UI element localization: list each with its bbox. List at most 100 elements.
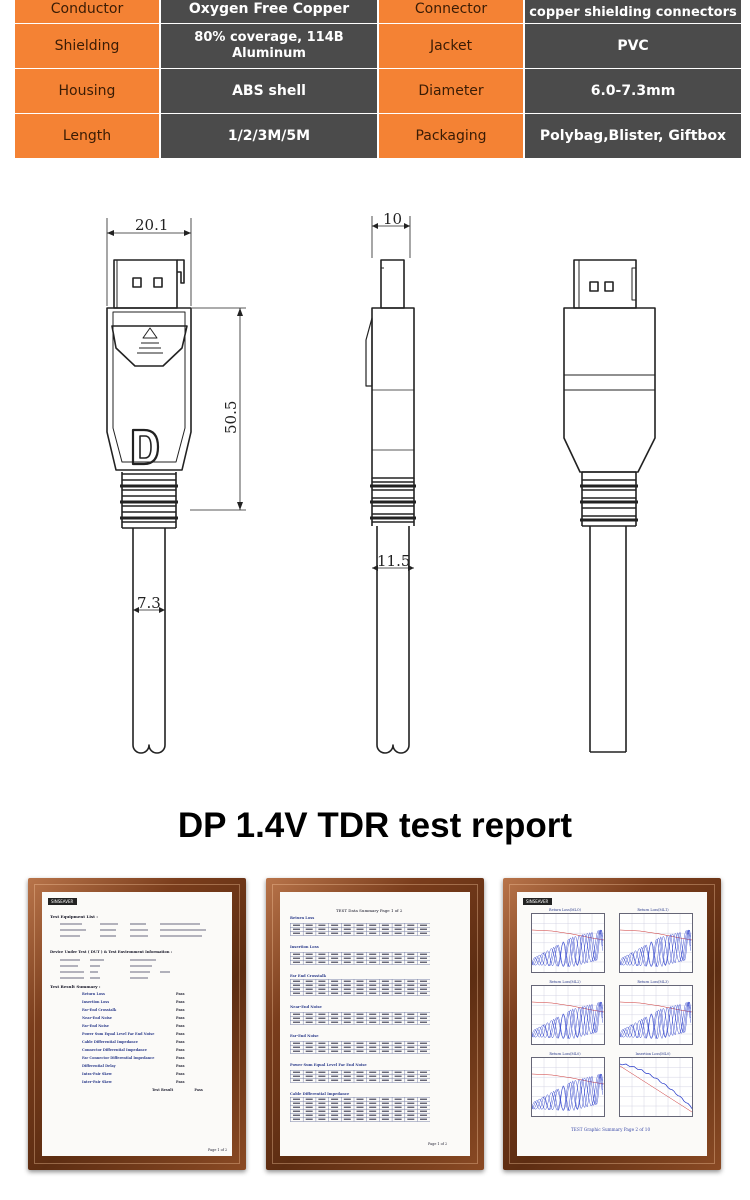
test-result-total: Test Result Pass	[152, 1088, 203, 1093]
front-view	[106, 218, 246, 754]
test-name: Differential Delay	[82, 1064, 116, 1068]
test-result: Pass	[176, 1016, 185, 1020]
test-row: Far Connector Differential Impedance Pass	[82, 1056, 202, 1064]
spec-value: Polybag,Blister, Giftbox	[525, 114, 741, 158]
page-number: Page 1 of 2	[208, 1148, 228, 1152]
test-row: Far-End Noise Pass	[82, 1024, 202, 1032]
report-page: SINSEAVER Test Equipment List : Device U…	[42, 892, 232, 1156]
brand-logo: SINSEAVER	[523, 898, 552, 905]
section-heading: Device Under Test ( DUT ) & Test Environ…	[50, 950, 173, 954]
page-number: Page 1 of 2	[428, 1142, 448, 1146]
report-frame-data: TEST Data Summary Page 1 of 2 Return Los…	[266, 878, 484, 1170]
test-row: Return Loss Pass	[82, 992, 202, 1000]
brand-logo: SINSEAVER	[48, 898, 77, 905]
spec-label: Diameter	[379, 69, 523, 113]
test-result: Pass	[176, 1040, 185, 1044]
chart-plot	[531, 913, 605, 973]
spec-value: Oxygen Free Copper	[161, 0, 377, 23]
data-section: Power Sum Equal Level Far End Noise	[290, 1063, 460, 1087]
test-result: Pass	[176, 1024, 185, 1028]
chart-thumbnail: Return Loss(ML0)	[525, 1052, 605, 1120]
chart-thumbnail: Return Loss(ML3)	[613, 980, 693, 1048]
equipment-lines	[60, 923, 206, 937]
test-result: Pass	[176, 1072, 185, 1076]
chart-thumbnail: Insertion Loss(ML0)	[613, 1052, 693, 1120]
spec-value: 1/2/3M/5M	[161, 114, 377, 158]
chart-thumbnail: Return Loss(ML2)	[525, 980, 605, 1048]
chart-caption: Return Loss(ML2)	[549, 980, 581, 984]
test-name: Cable Differential Impedance	[82, 1040, 138, 1044]
test-name: Far Connector Differential Impedance	[82, 1056, 155, 1060]
test-name: Power Sum Equal Level Far End Noise	[82, 1032, 155, 1036]
section-heading: Test Result Summary :	[50, 984, 101, 989]
chart-plot	[619, 913, 693, 973]
data-section-title: Power Sum Equal Level Far End Noise	[290, 1063, 367, 1067]
chart-caption: Insertion Loss(ML0)	[635, 1052, 671, 1056]
chart-caption: Return Loss(ML1)	[637, 908, 669, 912]
report-frame-graphs: SINSEAVER Return Loss(MLO) Return Loss(ML…	[503, 878, 721, 1170]
page-heading: TEST Data Summary Page 1 of 2	[336, 908, 403, 913]
test-name: Far-End Noise	[82, 1024, 109, 1028]
test-name: Intra-Pair Skew	[82, 1072, 112, 1076]
spec-label: Length	[15, 114, 159, 158]
chart-caption: Return Loss(ML0)	[549, 1052, 581, 1056]
data-section-title: Return Loss	[290, 916, 315, 920]
data-section-title: Near-End Noise	[290, 1005, 322, 1009]
test-result: Pass	[176, 1048, 185, 1052]
spec-label: Connector	[379, 0, 523, 23]
test-name: Far-End Crosstalk	[82, 1008, 117, 1012]
chart-caption: Return Loss(ML3)	[637, 980, 669, 984]
spec-value: copper shielding connectors	[525, 0, 741, 23]
data-section-title: Cable Differential Impedance	[290, 1092, 350, 1096]
chart-caption: Return Loss(MLO)	[549, 908, 581, 912]
test-row: Intra-Pair Skew Pass	[82, 1072, 202, 1080]
dut-lines	[60, 959, 170, 979]
test-result-value: Pass	[194, 1088, 203, 1092]
spec-label: Shielding	[15, 24, 159, 68]
data-section-table	[290, 1041, 431, 1054]
spec-label: Packaging	[379, 114, 523, 158]
spec-table: Conductor Oxygen Free Copper Connector c…	[15, 0, 741, 158]
test-result: Pass	[176, 1056, 185, 1060]
side-view	[365, 216, 416, 754]
data-section: Far End Crosstalk	[290, 974, 460, 1000]
report-title: DP 1.4V TDR test report	[177, 806, 573, 845]
spec-value: 6.0-7.3mm	[525, 69, 741, 113]
data-section-table	[290, 1012, 431, 1025]
spec-label: Housing	[15, 69, 159, 113]
report-frame-summary: SINSEAVER Test Equipment List : Device U…	[28, 878, 246, 1170]
report-page: TEST Data Summary Page 1 of 2 Return Los…	[280, 892, 470, 1156]
connector-drawing: 20.1 50.5 7.3 10 11.5	[106, 210, 656, 754]
test-result: Pass	[176, 1080, 185, 1084]
dimension-side-width-label: 10	[383, 210, 402, 228]
test-name: Return Loss	[82, 992, 105, 996]
report-page: SINSEAVER Return Loss(MLO) Return Loss(ML…	[517, 892, 707, 1156]
test-name: Inter-Pair Skew	[82, 1080, 112, 1084]
data-section: Return Loss	[290, 916, 460, 940]
data-section-table	[290, 1070, 431, 1083]
spec-label: Conductor	[15, 0, 159, 23]
test-name: Near-End Noise	[82, 1016, 112, 1020]
spec-value: PVC	[525, 24, 741, 68]
spec-value: ABS shell	[161, 69, 377, 113]
test-result: Pass	[176, 992, 185, 996]
data-section-title: Far End Crosstalk	[290, 974, 326, 978]
test-row: Near-End Noise Pass	[82, 1016, 202, 1024]
chart-plot	[531, 985, 605, 1045]
test-row: Cable Differential Impedance Pass	[82, 1040, 202, 1048]
top-view	[563, 259, 656, 753]
section-heading: Test Equipment List :	[50, 914, 98, 919]
dimension-cable-label: 7.3	[137, 594, 161, 612]
chart-thumbnail: Return Loss(ML1)	[613, 908, 693, 976]
spec-value: 80% coverage, 114B Aluminum	[161, 24, 377, 68]
page-footer: TEST Graphic Summary Page 2 of 10	[571, 1127, 651, 1132]
chart-plot	[531, 1057, 605, 1117]
data-section-table	[290, 923, 431, 936]
dimension-boot-label: 11.5	[377, 552, 410, 570]
